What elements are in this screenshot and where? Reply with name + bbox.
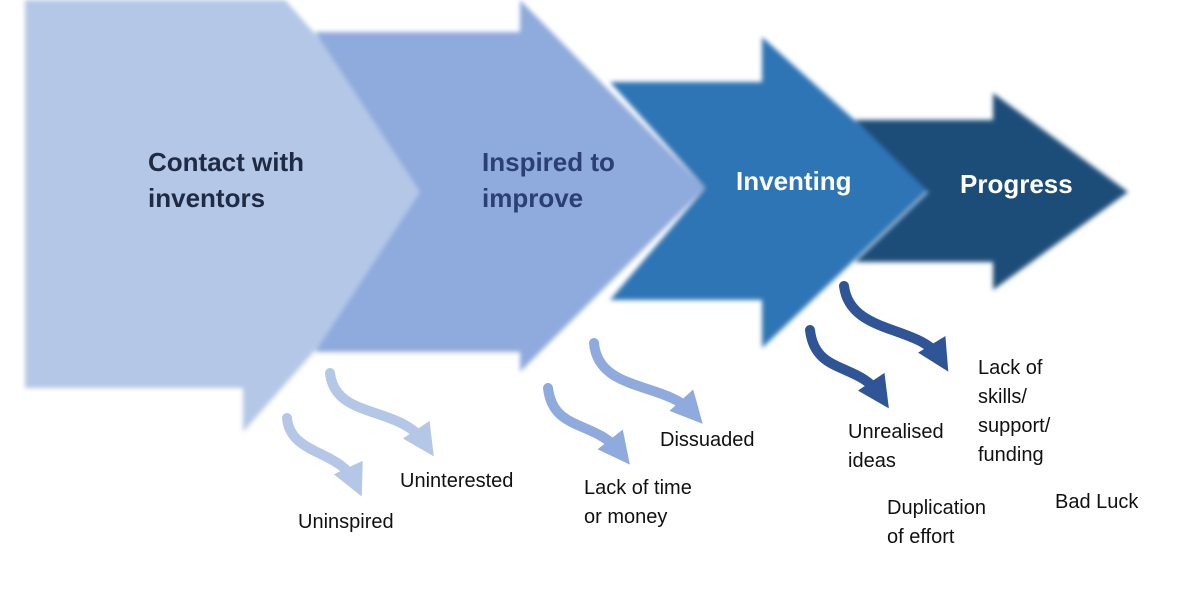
dropout-arrow-uninspired — [282, 413, 363, 497]
dropout-label-dissuaded: Dissuaded — [660, 429, 755, 451]
stage-arrow-inventing — [610, 37, 930, 348]
dropout-label-duplication: Duplication of effort — [887, 497, 986, 548]
dropout-arrow-dissuaded — [589, 338, 703, 424]
dropout-arrow-lack-of-skills — [839, 281, 949, 372]
stage-label-inventing: Inventing — [736, 166, 852, 196]
dropout-label-unrealised: Unrealised ideas — [848, 421, 944, 472]
dropout-arrows — [282, 281, 949, 497]
dropout-label-uninspired: Uninspired — [298, 511, 394, 533]
stage-arrow-progress — [855, 93, 1128, 290]
stage-label-contact: Contact with inventors — [148, 147, 304, 213]
dropout-arrow-lack-of-time — [543, 383, 630, 465]
dropout-label-uninterested: Uninterested — [400, 470, 514, 492]
stage-arrow-inspired — [315, 0, 705, 372]
dropout-arrow-uninterested — [325, 368, 434, 457]
dropout-label-bad-luck: Bad Luck — [1055, 491, 1139, 513]
stage-label-inspired: Inspired to improve — [482, 147, 615, 213]
dropout-label-lack-of-time: Lack of time or money — [584, 477, 692, 528]
stage-arrow-contact — [25, 0, 455, 432]
stage-label-progress: Progress — [960, 169, 1073, 199]
dropout-arrow-unrealised — [805, 325, 889, 409]
dropout-label-lack-of-skills: Lack of skills/ support/ funding — [978, 357, 1051, 466]
